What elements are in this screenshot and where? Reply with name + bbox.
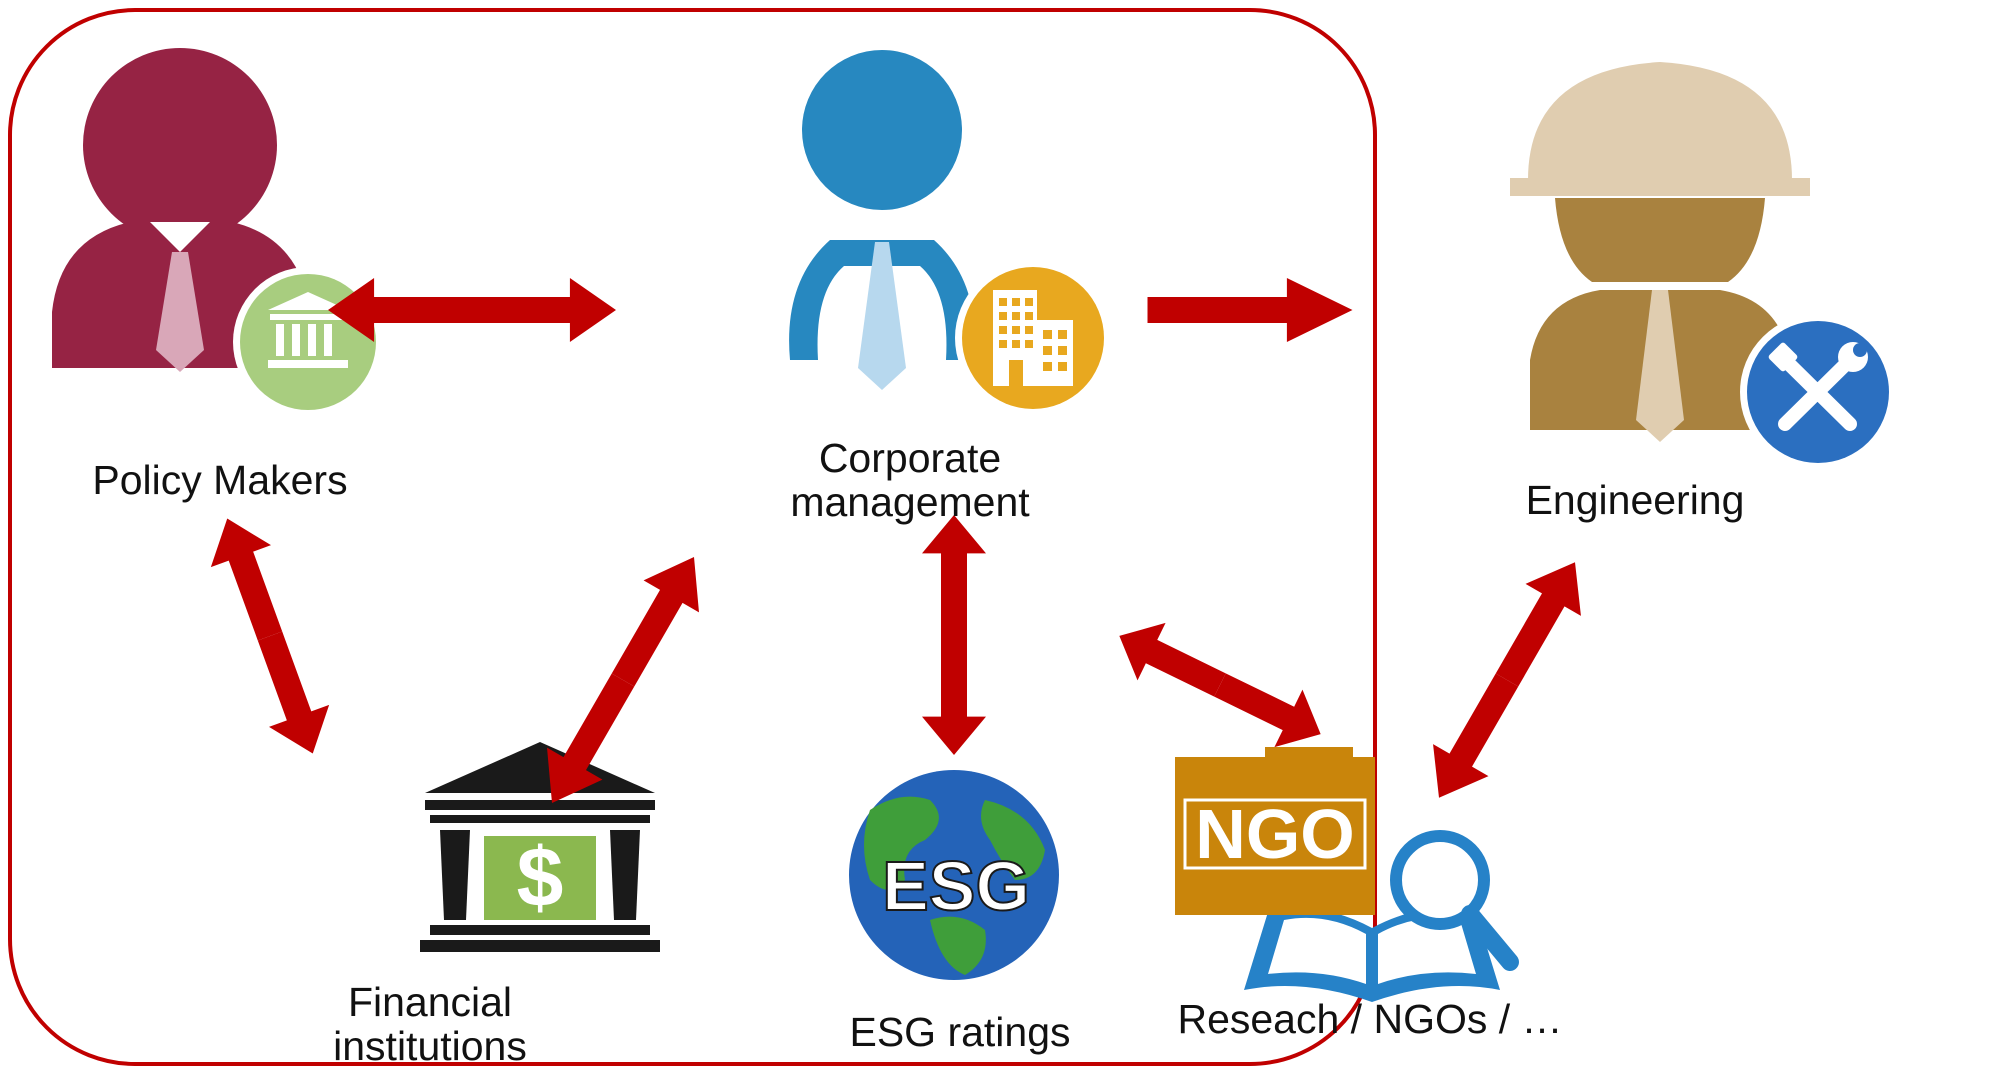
financial-institutions-label: Financial institutions (280, 980, 580, 1068)
corporate-label-line2: management (790, 479, 1030, 525)
tools-icon (1740, 314, 1896, 470)
corporate-label-line1: Corporate (818, 435, 1002, 481)
arrow-financial-corporate (524, 541, 722, 819)
financial-label-line1: Financial (347, 979, 513, 1025)
policy-makers-label: Policy Makers (92, 457, 348, 503)
arrow-corporate-esg (922, 515, 986, 755)
office-building-icon (955, 260, 1111, 416)
corporate-management-label: Corporate management (720, 436, 1100, 524)
arrow-corporate-research (1105, 607, 1335, 763)
book-magnifier-icon (1244, 830, 1519, 1002)
dollar-sign-text: $ (517, 830, 564, 924)
arrow-corporate-engineering (1147, 278, 1353, 342)
research-ngos-label: Reseach / NGOs / … (1177, 996, 1563, 1042)
esg-badge-text: ESG (882, 847, 1030, 925)
engineer-hardhat-person-icon (1510, 62, 1810, 442)
esg-globe-icon (849, 770, 1059, 980)
engineering-label: Engineering (1525, 477, 1745, 523)
arrow-policy-corporate (328, 278, 616, 342)
ngo-badge-text: NGO (1195, 795, 1354, 873)
corporate-sphere-boundary (8, 8, 1377, 1066)
financial-label-line2: institutions (333, 1023, 527, 1069)
corporate-manager-person-icon (789, 50, 975, 390)
ngo-sign-icon (1175, 747, 1375, 915)
esg-ratings-label: ESG ratings (849, 1009, 1071, 1055)
bank-dollar-icon (420, 742, 660, 952)
arrow-policy-financial (197, 507, 343, 765)
arrow-engineering-research (1411, 546, 1603, 814)
